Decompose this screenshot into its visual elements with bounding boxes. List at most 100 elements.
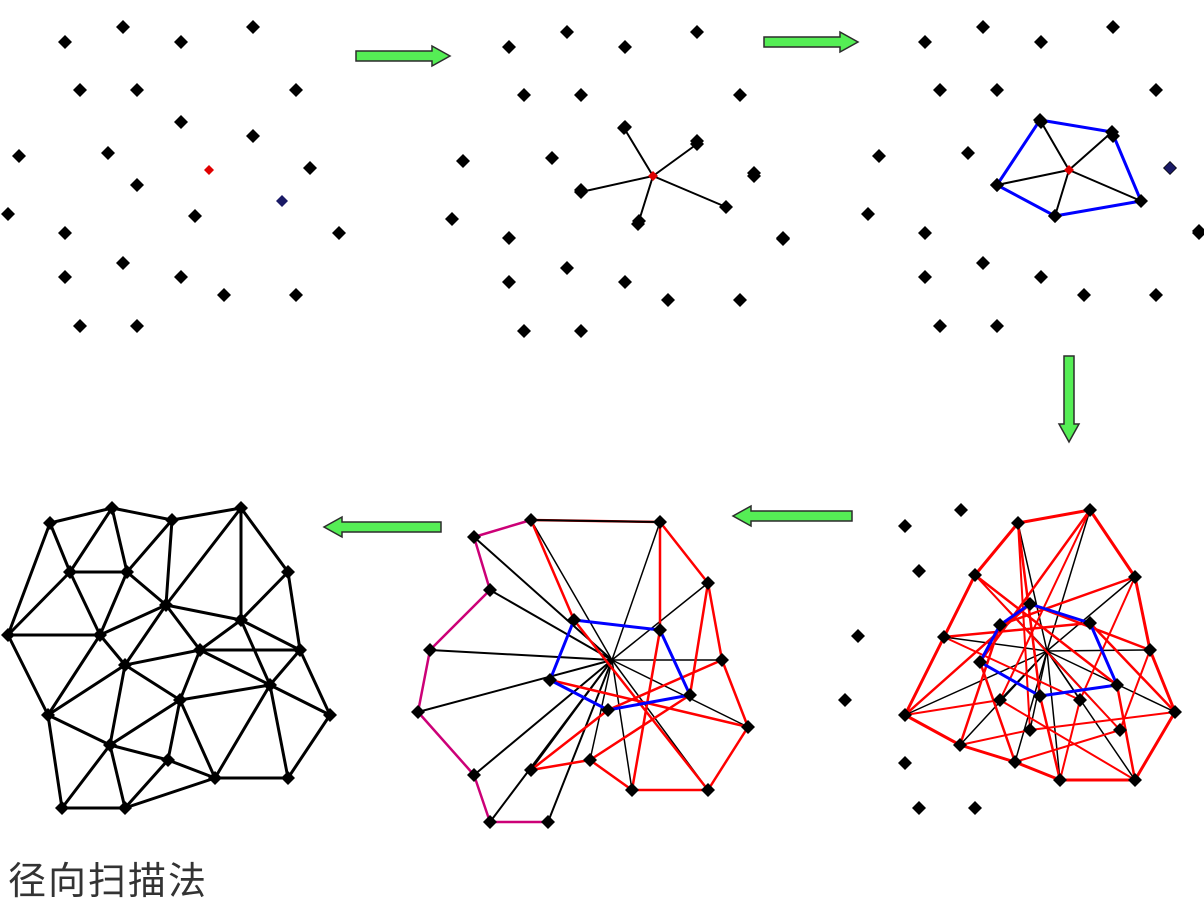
point-marker [1192,224,1204,238]
point-marker [303,161,317,175]
triangulation-edge [239,570,290,622]
triangulation-edge [606,693,692,712]
triangulation-edge [1046,649,1151,652]
point-marker [543,673,557,687]
triangulation-edge [904,699,1001,716]
triangulation-edge [1016,508,1092,525]
point-marker [1083,616,1097,630]
point-marker [174,35,188,49]
triangulation-edge [903,713,962,747]
triangulation-edge [529,518,576,622]
point-marker [1105,125,1119,139]
triangulation-edge [1133,575,1152,652]
point-marker [120,565,134,579]
point-marker [524,513,538,527]
boundary-filling-panel [411,513,755,829]
triangulation-edge [630,628,662,792]
triangulation-edge [572,618,662,632]
point-marker [1164,162,1176,174]
point-marker [701,576,715,590]
triangulation-edge [166,758,217,780]
triangulation-edge [1115,683,1137,782]
triangulation-edge [999,509,1091,701]
point-marker [993,618,1007,632]
point-marker [583,753,597,767]
point-marker [574,185,588,199]
triangulation-edge [268,683,332,717]
final-triangulation-panel [1,501,337,815]
point-marker [912,564,926,578]
triangulation-edge [125,570,168,607]
triangulation-edge [1038,683,1119,698]
point-marker [1053,773,1067,787]
triangulation-edge [547,659,613,823]
triangulation-edge [1148,648,1177,714]
triangulation-edge [164,603,243,622]
triangulation-edge [178,683,272,702]
point-marker [968,801,982,815]
triangulation-edge [164,518,174,607]
point-marker [411,705,425,719]
point-marker [968,568,982,582]
point-marker [217,288,231,302]
triangulation-edge [123,603,168,667]
initial-polygon-panel [861,20,1204,333]
diagram-caption: 径向扫描法 [8,859,209,898]
triangulation-edge [1046,509,1091,652]
radial-expansion-panel [838,503,1182,815]
triangulation-edge [239,618,272,687]
triangulation-edge [298,648,332,717]
triangulation-edge [999,699,1136,781]
triangulation-edge [60,743,112,810]
triangulation-edge [530,659,613,771]
triangulation-edge [1038,694,1062,782]
point-marker [246,20,260,34]
triangulation-edge [48,521,72,574]
triangulation-edge [123,648,202,667]
point-marker [574,324,588,338]
radial-connections-panel [445,25,790,338]
triangulation-edge [198,648,272,687]
triangulation-edge [688,581,710,697]
point-marker [690,25,704,39]
point-marker [161,753,175,767]
triangulation-edge [268,648,302,687]
block-arrow-icon [763,30,860,54]
point-marker [898,756,912,770]
point-marker [234,613,248,627]
triangulation-edge [239,618,302,652]
point-marker [1134,194,1148,208]
triangulation-edge [652,175,727,208]
point-marker [281,771,295,785]
triangulation-edge [611,659,749,728]
point-marker [524,763,538,777]
triangulation-edge [108,698,182,747]
point-marker [502,275,516,289]
point-marker [173,693,187,707]
point-marker [861,207,875,221]
triangulation-edge [48,506,114,525]
triangulation-edge [1046,650,1061,781]
point-marker [1077,288,1091,302]
point-marker [560,261,574,275]
triangulation-edge [1053,199,1143,218]
triangulation-edge [706,725,750,792]
point-marker [747,169,761,183]
triangulation-edge [6,570,72,637]
point-marker [701,783,715,797]
point-marker [851,629,865,643]
point-marker [1023,723,1037,737]
triangulation-edge [489,589,613,661]
point-marker [838,693,852,707]
point-marker [631,217,645,231]
triangulation-edge [1119,649,1151,731]
triangulation-edge [978,508,1092,664]
point-marker [204,165,214,175]
triangulation-edge [1014,650,1048,763]
point-marker [618,275,632,289]
point-marker [625,783,639,797]
triangulation-edge [98,633,127,667]
triangulation-edge [239,506,290,574]
block-arrow-icon [731,504,853,528]
